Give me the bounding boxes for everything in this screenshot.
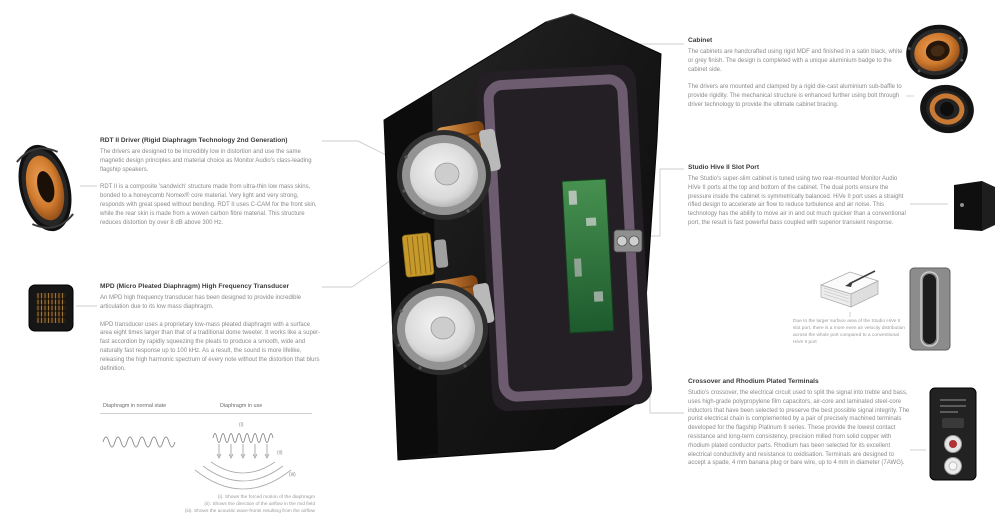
driver-rear-photo xyxy=(920,84,974,134)
crossover-pcb xyxy=(561,178,615,334)
top-driver xyxy=(397,130,491,220)
rdt-driver-photo xyxy=(16,144,74,232)
diaphragm-use-label: Diaphragm in use xyxy=(220,403,263,409)
marker-i: (i) xyxy=(239,422,244,428)
rear-slot-port-photo xyxy=(909,267,951,351)
mpd-transducer-photo xyxy=(28,284,74,332)
rdt-paragraph-2: RDT II is a composite 'sandwich' structu… xyxy=(100,184,317,226)
slot-port-illustration xyxy=(819,270,879,308)
marker-iii: (iii) xyxy=(289,472,296,478)
speaker-cutaway-illustration xyxy=(383,13,662,461)
cabinet-side-photo xyxy=(954,181,995,231)
rdt-section: RDT II Driver (Rigid Diaphragm Technolog… xyxy=(100,137,322,236)
hive-port-heading: Studio Hive II Slot Port xyxy=(688,164,760,171)
driver-front-photo xyxy=(906,24,968,80)
diagram-divider-rule xyxy=(100,413,312,414)
mpd-paragraph-1: An MPD high frequency transducer has bee… xyxy=(100,295,302,310)
terminals-photo xyxy=(929,387,977,481)
crossover-heading: Crossover and Rhodium Plated Terminals xyxy=(688,378,819,385)
wave-normal-state xyxy=(102,436,176,448)
mpd-heading: MPD (Micro Pleated Diaphragm) High Frequ… xyxy=(100,283,290,290)
hive-port-paragraph: The Studio's super-slim cabinet is tuned… xyxy=(688,176,906,226)
bottom-driver xyxy=(392,283,488,375)
crossover-paragraph: Studio's crossover, the electrical circu… xyxy=(688,390,910,467)
wave-in-use xyxy=(212,433,274,443)
diagram-caption-iii: (iii). Shows the acoustic wave-fronts re… xyxy=(184,509,315,514)
cabinet-paragraph-2: The drivers are mounted and clamped by a… xyxy=(688,84,902,108)
cabinet-top-edge-highlight xyxy=(545,13,588,23)
diaphragm-wave-diagram: (i) (ii) (iii) xyxy=(102,422,296,490)
slot-port-caption: Due to the larger surface area of the St… xyxy=(793,319,905,345)
marker-ii: (ii) xyxy=(277,450,283,456)
crossover-section: Crossover and Rhodium Plated Terminals S… xyxy=(688,378,910,477)
airflow-arrow xyxy=(848,270,876,285)
rdt-paragraph-1: The drivers are designed to be incredibl… xyxy=(100,149,312,173)
callout-line-hive xyxy=(650,168,684,237)
mpd-section: MPD (Micro Pleated Diaphragm) High Frequ… xyxy=(100,283,322,382)
hive-port-section: Studio Hive II Slot Port The Studio's su… xyxy=(688,164,906,237)
wavefront-arcs xyxy=(194,461,292,490)
airflow-arrows xyxy=(216,444,270,459)
diagram-captions: (i). Shows the forced motion of the diap… xyxy=(170,494,315,515)
diaphragm-normal-label: Diaphragm in normal state xyxy=(103,403,167,409)
diagram-caption-ii: (ii). Shows the direction of the airflow… xyxy=(204,502,315,507)
mpd-paragraph-2: MPD transducer uses a proprietary low-ma… xyxy=(100,321,321,372)
mpd-transducer-cutaway xyxy=(401,232,449,278)
diagram-caption-i: (i). Shows the forced motion of the diap… xyxy=(217,495,315,500)
cabinet-heading: Cabinet xyxy=(688,37,713,44)
rdt-heading: RDT II Driver (Rigid Diaphragm Technolog… xyxy=(100,137,288,144)
callout-line-mpd xyxy=(322,253,401,288)
terminal-block-cutaway xyxy=(613,229,643,253)
aluminium-badge xyxy=(960,203,964,207)
cabinet-paragraph-1: The cabinets are handcrafted using rigid… xyxy=(688,49,903,73)
cabinet-section: Cabinet The cabinets are handcrafted usi… xyxy=(688,37,906,119)
